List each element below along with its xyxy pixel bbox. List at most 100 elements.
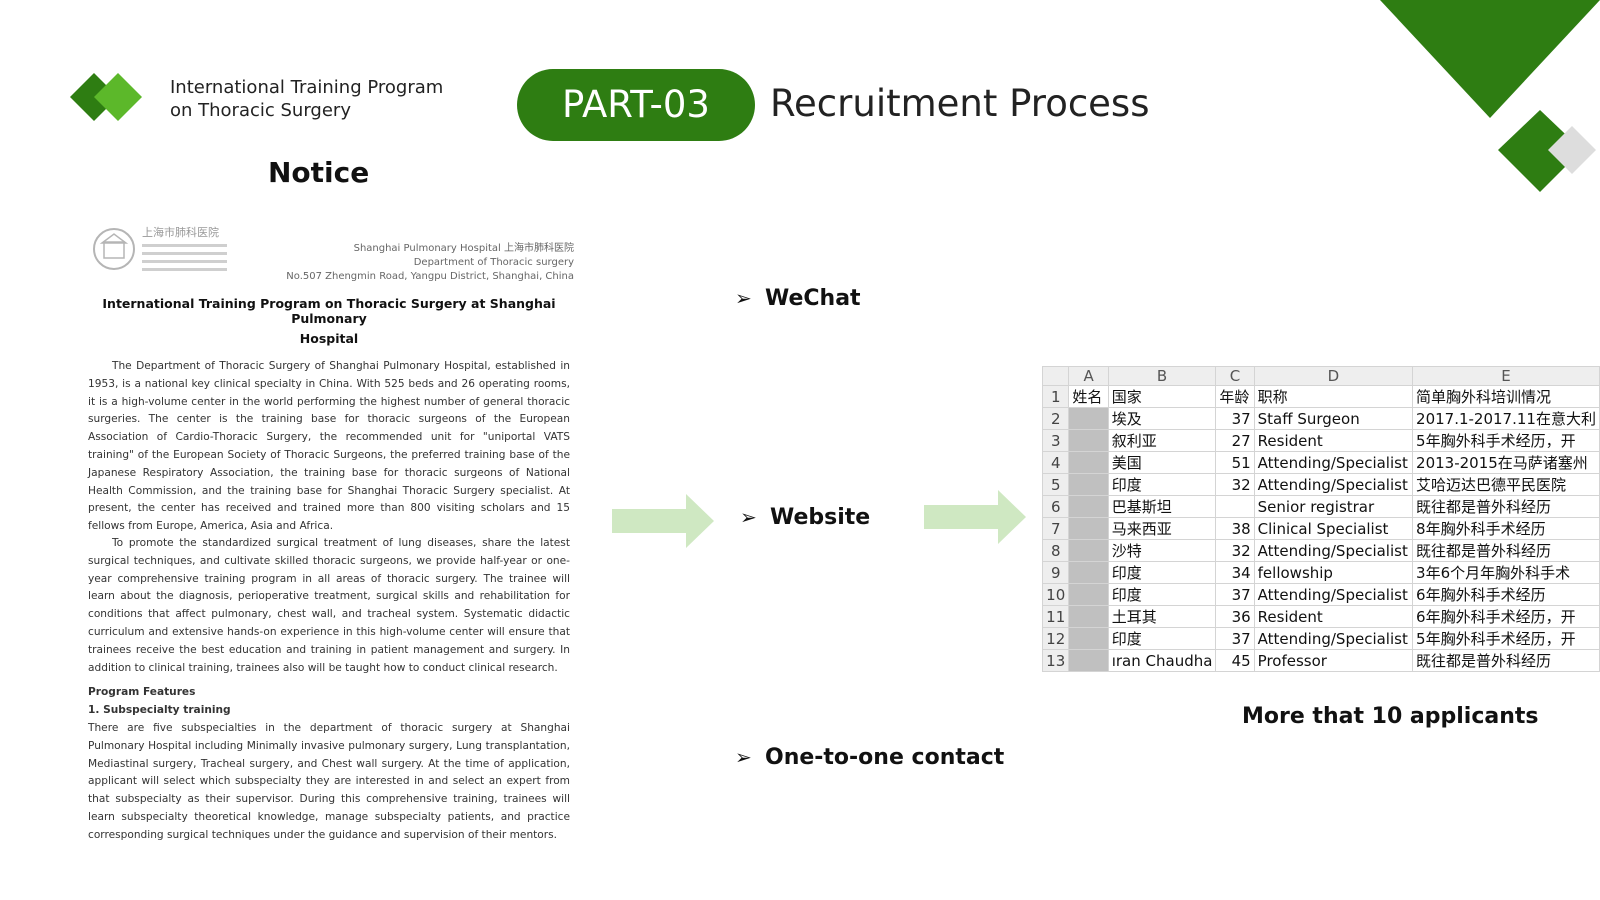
table-cell <box>1068 561 1109 584</box>
table-cell: 2017.1-2017.11在意大利 <box>1412 407 1600 430</box>
row-number: 2 <box>1042 407 1070 430</box>
program-title: International Training Program on Thorac… <box>170 76 443 122</box>
table-cell: 既往都是普外科经历 <box>1412 649 1600 672</box>
table-cell: 32 <box>1215 473 1255 496</box>
table-cell: fellowship <box>1253 561 1414 584</box>
section-title: Recruitment Process <box>770 82 1150 125</box>
table-cell: 既往都是普外科经历 <box>1412 539 1600 562</box>
table-cell: 印度 <box>1107 627 1217 650</box>
arrow-bullet-icon: ➢ <box>735 745 752 769</box>
table-cell: 沙特 <box>1107 539 1217 562</box>
table-cell: 32 <box>1215 539 1255 562</box>
row-number: 4 <box>1042 451 1070 474</box>
table-cell: 45 <box>1215 649 1255 672</box>
channel-website-label: Website <box>770 505 871 530</box>
row-number: 8 <box>1042 539 1070 562</box>
flow-arrow-icon <box>924 490 1026 544</box>
table-cell: 印度 <box>1107 473 1217 496</box>
table-cell: 美国 <box>1107 451 1217 474</box>
column-letter: E <box>1412 366 1600 386</box>
row-number: 10 <box>1042 583 1070 606</box>
program-logo <box>70 73 142 121</box>
table-cell: Attending/Specialist <box>1253 539 1414 562</box>
address-line-2: Department of Thoracic surgery <box>413 257 574 268</box>
channel-wechat-label: WeChat <box>765 286 861 311</box>
table-cell: 51 <box>1215 451 1255 474</box>
table-cell <box>1068 517 1109 540</box>
table-cell: 34 <box>1215 561 1255 584</box>
program-title-line2: on Thoracic Surgery <box>170 100 351 121</box>
table-cell: 37 <box>1215 407 1255 430</box>
table-cell: 27 <box>1215 429 1255 452</box>
table-cell <box>1068 583 1109 606</box>
applicants-caption: More that 10 applicants <box>1242 704 1539 729</box>
address-line-3: No.507 Zhengmin Road, Yangpu District, S… <box>286 271 574 282</box>
table-cell: Resident <box>1253 605 1414 628</box>
table-cell: 马来西亚 <box>1107 517 1217 540</box>
channel-website: ➢ Website <box>740 505 870 530</box>
notice-document: 上海市肺科医院 Shanghai Pulmonary Hospital 上海市肺… <box>84 220 574 865</box>
table-cell: Senior registrar <box>1253 495 1414 518</box>
column-letter: A <box>1068 366 1109 386</box>
program-title-line1: International Training Program <box>170 77 444 98</box>
channel-contact: ➢ One-to-one contact <box>735 745 1004 770</box>
table-cell <box>1068 451 1109 474</box>
column-letters-row: A B C D E <box>1042 366 1600 386</box>
table-cell: 土耳其 <box>1107 605 1217 628</box>
corner-cell <box>1042 366 1070 386</box>
table-cell: 38 <box>1215 517 1255 540</box>
table-cell <box>1068 495 1109 518</box>
corner-decoration <box>1380 0 1600 192</box>
row-number: 3 <box>1042 429 1070 452</box>
table-cell <box>1068 429 1109 452</box>
table-cell <box>1068 649 1109 672</box>
table-cell: 巴基斯坦 <box>1107 495 1217 518</box>
table-cell: 3年6个月年胸外科手术 <box>1412 561 1600 584</box>
table-cell: 职称 <box>1253 385 1414 408</box>
table-cell: 艾哈迈达巴德平民医院 <box>1412 473 1600 496</box>
table-cell: Attending/Specialist <box>1253 627 1414 650</box>
table-cell <box>1068 605 1109 628</box>
table-cell: Attending/Specialist <box>1253 473 1414 496</box>
table-cell <box>1068 473 1109 496</box>
table-cell: 2013-2015在马萨诸塞州 <box>1412 451 1600 474</box>
feature-1-heading: 1. Subspecialty training <box>88 704 231 716</box>
row-number: 6 <box>1042 495 1070 518</box>
table-cell: Resident <box>1253 429 1414 452</box>
table-cell: Staff Surgeon <box>1253 407 1414 430</box>
table-cell: 37 <box>1215 627 1255 650</box>
part-label-pill: PART-03 <box>517 69 755 141</box>
table-cell: 叙利亚 <box>1107 429 1217 452</box>
channel-wechat: ➢ WeChat <box>735 286 861 311</box>
row-number: 13 <box>1042 649 1070 672</box>
table-cell: 37 <box>1215 583 1255 606</box>
arrow-bullet-icon: ➢ <box>740 505 757 529</box>
row-number: 5 <box>1042 473 1070 496</box>
flow-arrow-icon <box>612 494 714 548</box>
notice-title: Notice <box>268 156 370 189</box>
hospital-logo: 上海市肺科医院 <box>93 225 227 271</box>
row-number: 1 <box>1042 385 1070 408</box>
table-cell: 年龄 <box>1215 385 1255 408</box>
table-cell: 5年胸外科手术经历，开 <box>1412 627 1600 650</box>
table-cell: 6年胸外科手术经历 <box>1412 583 1600 606</box>
table-cell: 6年胸外科手术经历，开 <box>1412 605 1600 628</box>
row-number: 11 <box>1042 605 1070 628</box>
paragraph-intro: The Department of Thoracic Surgery of Sh… <box>88 360 570 533</box>
arrow-bullet-icon: ➢ <box>735 286 752 310</box>
paragraph-program: To promote the standardized surgical tre… <box>88 537 570 674</box>
hospital-logo-text: 上海市肺科医院 <box>142 225 219 239</box>
column-letter: B <box>1107 366 1217 386</box>
document-subtitle: Hospital <box>299 331 359 346</box>
table-cell: Attending/Specialist <box>1253 583 1414 606</box>
row-number: 12 <box>1042 627 1070 650</box>
channel-contact-label: One-to-one contact <box>765 745 1005 770</box>
